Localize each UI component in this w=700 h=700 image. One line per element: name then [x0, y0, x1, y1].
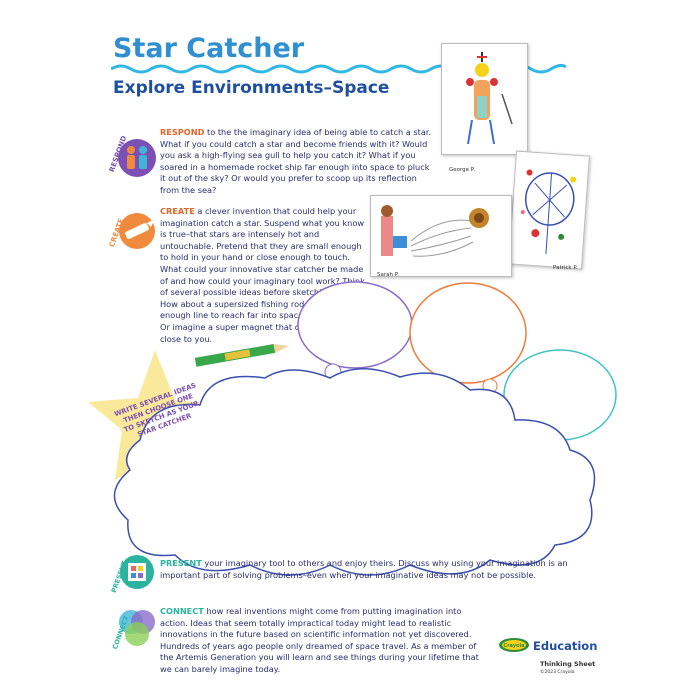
respond-paragraph: RESPOND to the the imaginary idea of bei…	[160, 127, 435, 197]
connect-text: how real inventions might come from putt…	[160, 606, 479, 674]
present-icon: PRESENT	[110, 555, 154, 594]
crayola-logo: Crayola	[499, 638, 529, 652]
connect-keyword: CONNECT	[160, 606, 204, 616]
caption-patrick: Patrick P.	[553, 265, 578, 271]
caption-sarah: Sarah P.	[377, 272, 399, 278]
create-icon: CREATE	[108, 213, 155, 249]
idea-bubble-orange	[409, 282, 527, 384]
artwork-patrick	[508, 150, 590, 270]
page-title: Star Catcher	[113, 33, 305, 64]
create-paragraph: CREATE a clever invention that could hel…	[160, 206, 370, 345]
create-keyword: CREATE	[160, 206, 195, 216]
connect-icon: CONNECT	[111, 610, 155, 650]
page-subtitle: Explore Environments–Space	[113, 78, 390, 98]
respond-icon: RESPOND	[108, 135, 156, 177]
pencil-icon	[194, 343, 290, 367]
connect-paragraph: CONNECT how real inventions might come f…	[160, 606, 480, 676]
present-text: your imaginary tool to others and enjoy …	[160, 558, 568, 580]
respond-keyword: RESPOND	[160, 127, 205, 137]
create-text: a clever invention that could help your …	[160, 206, 368, 344]
thinking-sheet-label: Thinking Sheet	[540, 660, 596, 668]
respond-text: to the the imaginary idea of being able …	[160, 127, 432, 195]
idea-bubble-purple	[297, 281, 413, 369]
present-paragraph: PRESENT your imaginary tool to others an…	[160, 558, 600, 581]
education-label: Education	[533, 639, 598, 653]
present-keyword: PRESENT	[160, 558, 202, 568]
copyright-label: ©2023 Crayola	[540, 670, 575, 675]
sketch-cloud	[113, 368, 596, 576]
caption-george: George P.	[449, 167, 476, 173]
artwork-sarah	[370, 195, 512, 277]
crayola-logo-text: Crayola	[503, 643, 524, 649]
artwork-george	[441, 43, 528, 155]
